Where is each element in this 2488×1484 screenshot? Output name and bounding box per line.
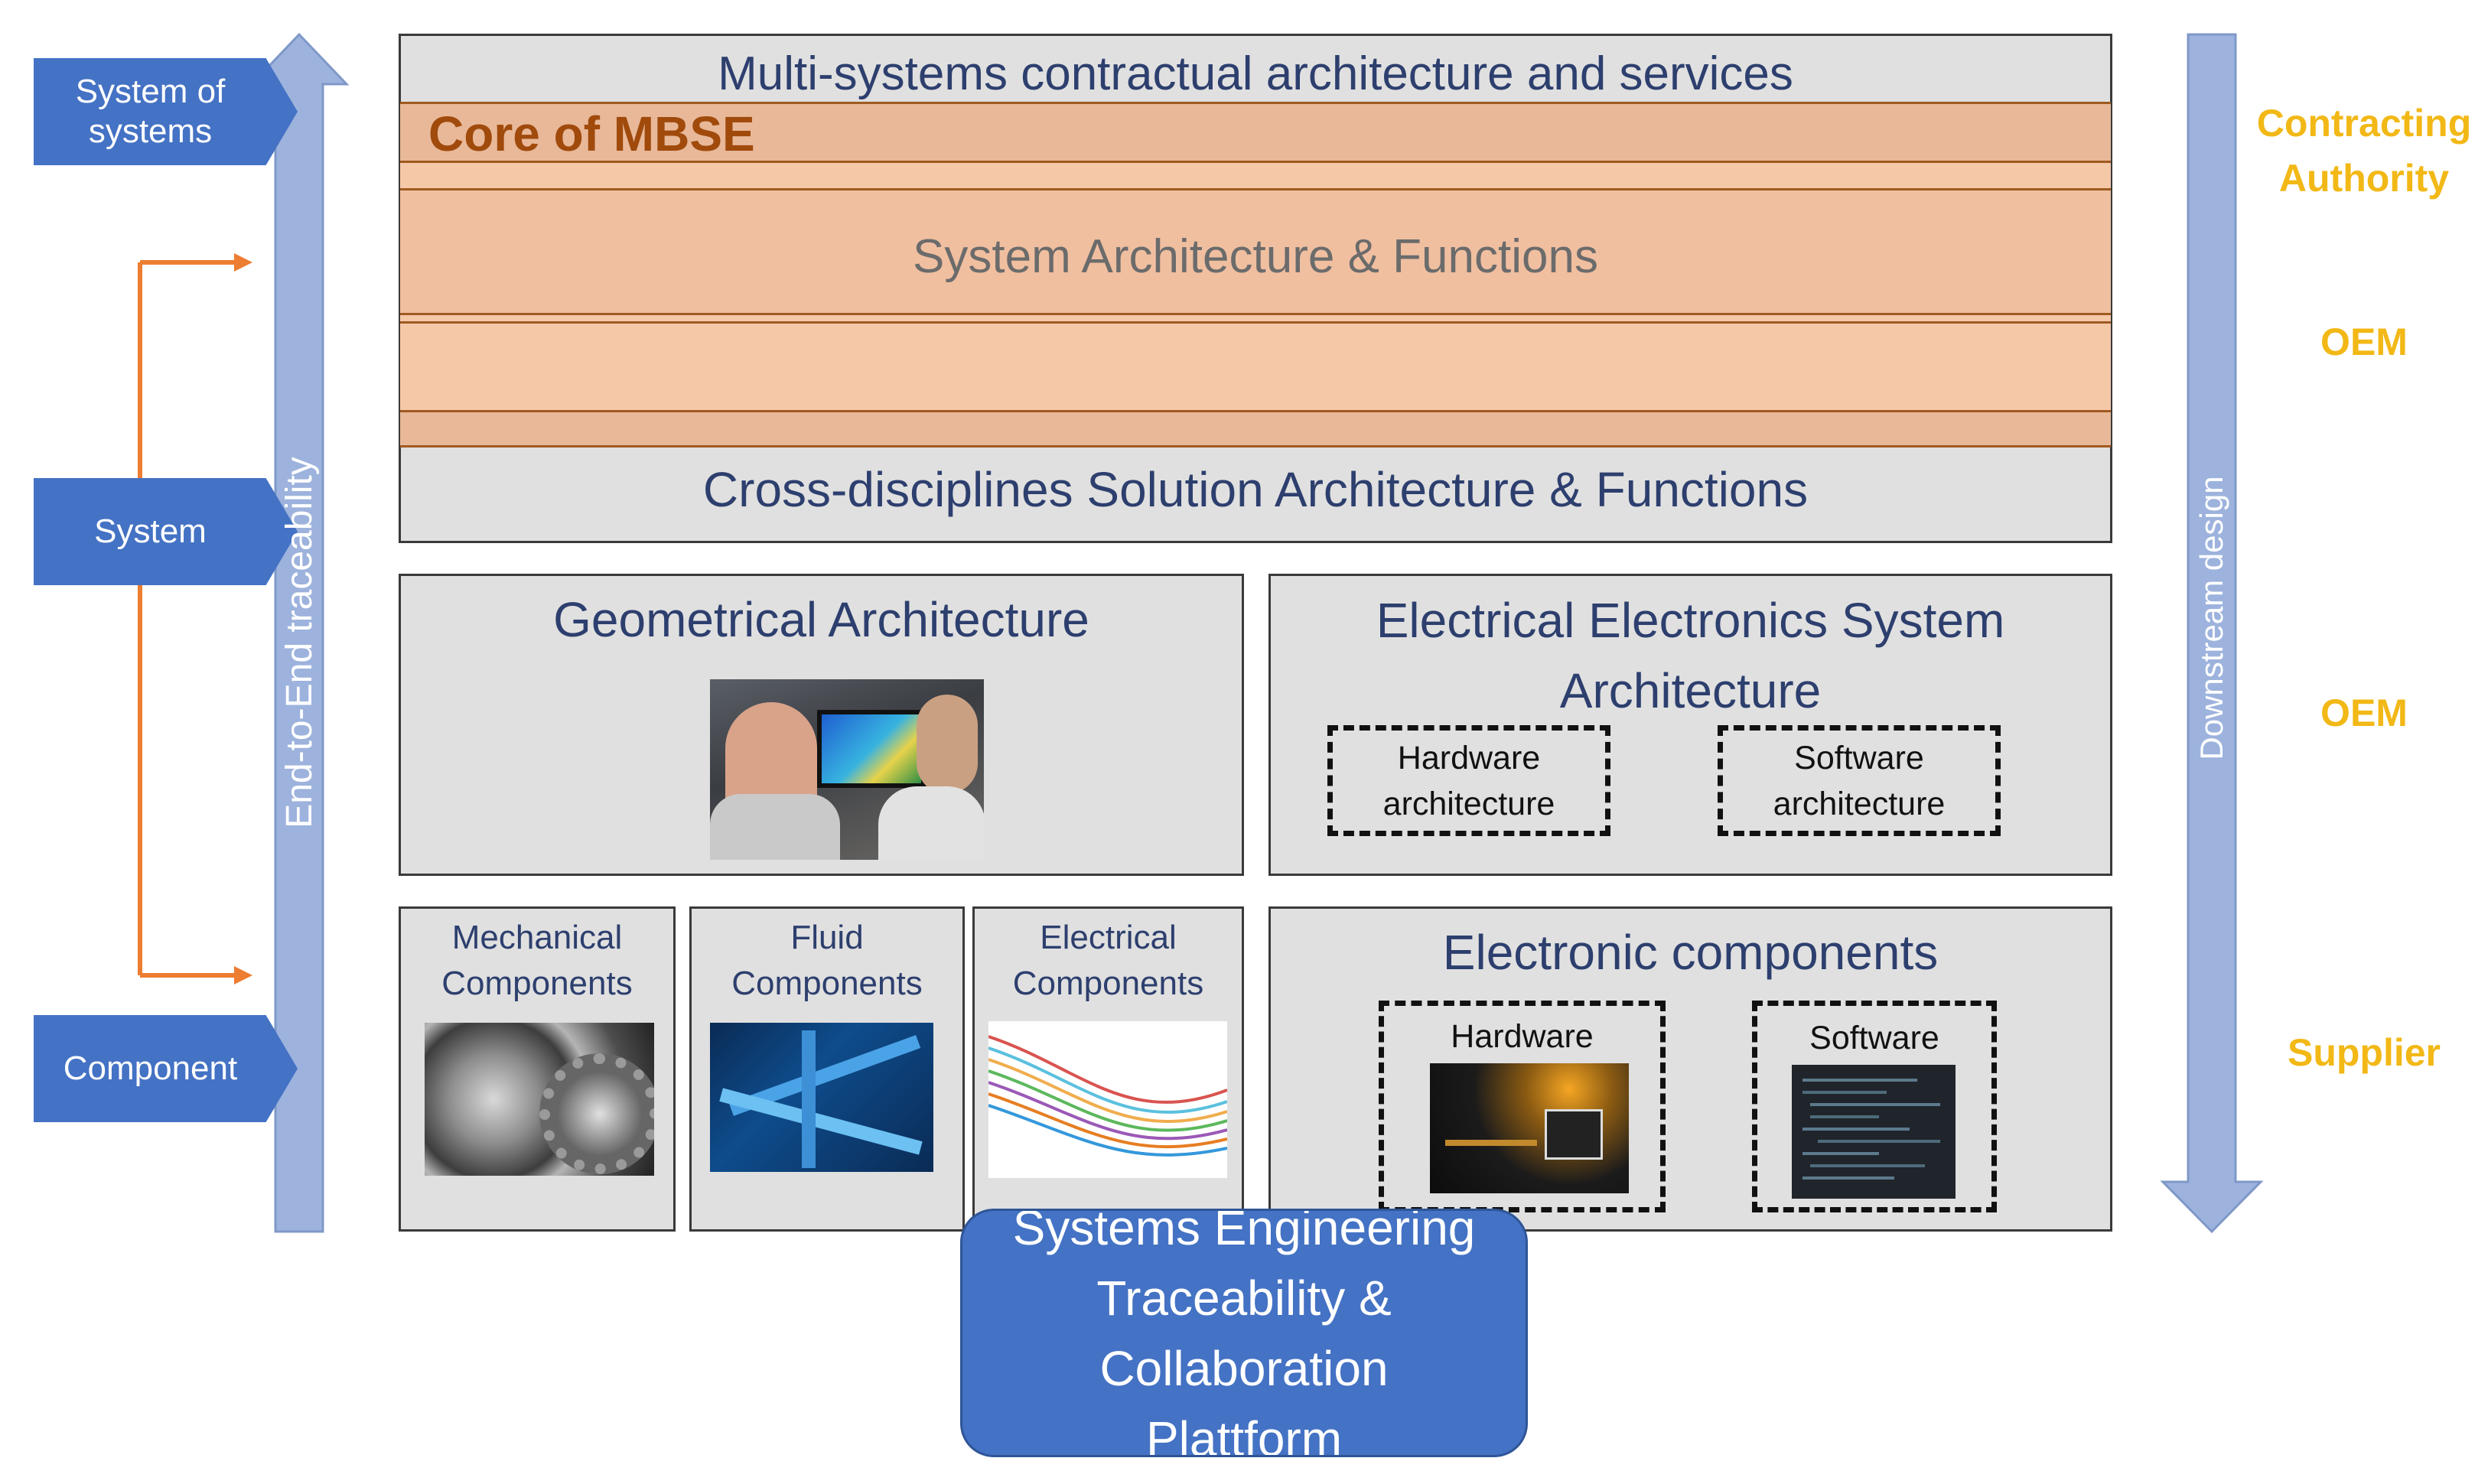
system-architecture-functions: System Architecture & Functions [913, 229, 1598, 283]
traceability-label: End-to-End traceability [278, 457, 320, 828]
circuit-board-photo [1430, 1063, 1629, 1193]
multi-systems-title: Multi-systems contractual architecture a… [718, 47, 1793, 100]
stakeholder-oem-top: OEM [2320, 321, 2408, 363]
collaboration-platform-box: Systems Engineering Traceability & Colla… [960, 1209, 1528, 1457]
level-system: System [34, 478, 298, 585]
stakeholder-oem-mid: OEM [2320, 692, 2408, 734]
downstream-arrow [2160, 33, 2264, 1234]
ee-system-architecture-box [1268, 574, 2112, 876]
level-system-of-systems: System of systems [34, 58, 298, 165]
cables-icon [988, 1035, 1227, 1157]
system-connector-arrows [138, 260, 237, 978]
stakeholder-supplier: Supplier [2287, 1031, 2441, 1074]
mechanical-components-title: Mechanical Components [441, 919, 633, 1002]
electrical-components-title: Electrical Components [1012, 919, 1204, 1002]
electronic-components-title: Electronic components [1442, 925, 1939, 980]
core-mbse-title: Core of MBSE [428, 106, 755, 161]
electronic-components-box [1268, 906, 2112, 1232]
hardware-architecture-label: Hardware architecture [1382, 739, 1555, 822]
gears-photo [425, 1023, 654, 1176]
engineers-photo [710, 679, 984, 860]
code-screen-photo [1792, 1065, 1956, 1199]
ee-system-architecture-title: Electrical Electronics System Architectu… [1376, 593, 2005, 718]
electronic-hardware-label: Hardware [1451, 1018, 1594, 1055]
arrowhead-icon [234, 966, 252, 984]
pipes-photo [710, 1023, 933, 1172]
arrowhead-icon [234, 253, 252, 272]
geometrical-architecture-title: Geometrical Architecture [553, 592, 1089, 647]
fluid-components-title: Fluid Components [731, 919, 923, 1002]
collaboration-platform-label: Systems Engineering Traceability & Colla… [1012, 1209, 1476, 1457]
software-architecture-label: Software architecture [1773, 739, 1946, 822]
level-component: Component [34, 1015, 298, 1122]
level-label: System of systems [75, 73, 226, 150]
electronic-software-label: Software [1809, 1020, 1939, 1056]
cross-disciplines-title: Cross-disciplines Solution Architecture … [702, 462, 1809, 517]
software-architecture-box: Software architecture [1718, 725, 2001, 836]
electronic-software-box: Software [1752, 1001, 1997, 1212]
level-label: System [94, 513, 207, 550]
cables-photo [988, 1021, 1227, 1178]
downstream-label: Downstream design [2193, 476, 2229, 760]
electronic-hardware-box: Hardware [1379, 1001, 1666, 1212]
core-mbse-band [400, 102, 2111, 447]
stakeholder-contracting-authority: Contracting Authority [2256, 102, 2472, 200]
hardware-architecture-box: Hardware architecture [1327, 725, 1610, 836]
level-label: Component [63, 1050, 238, 1087]
